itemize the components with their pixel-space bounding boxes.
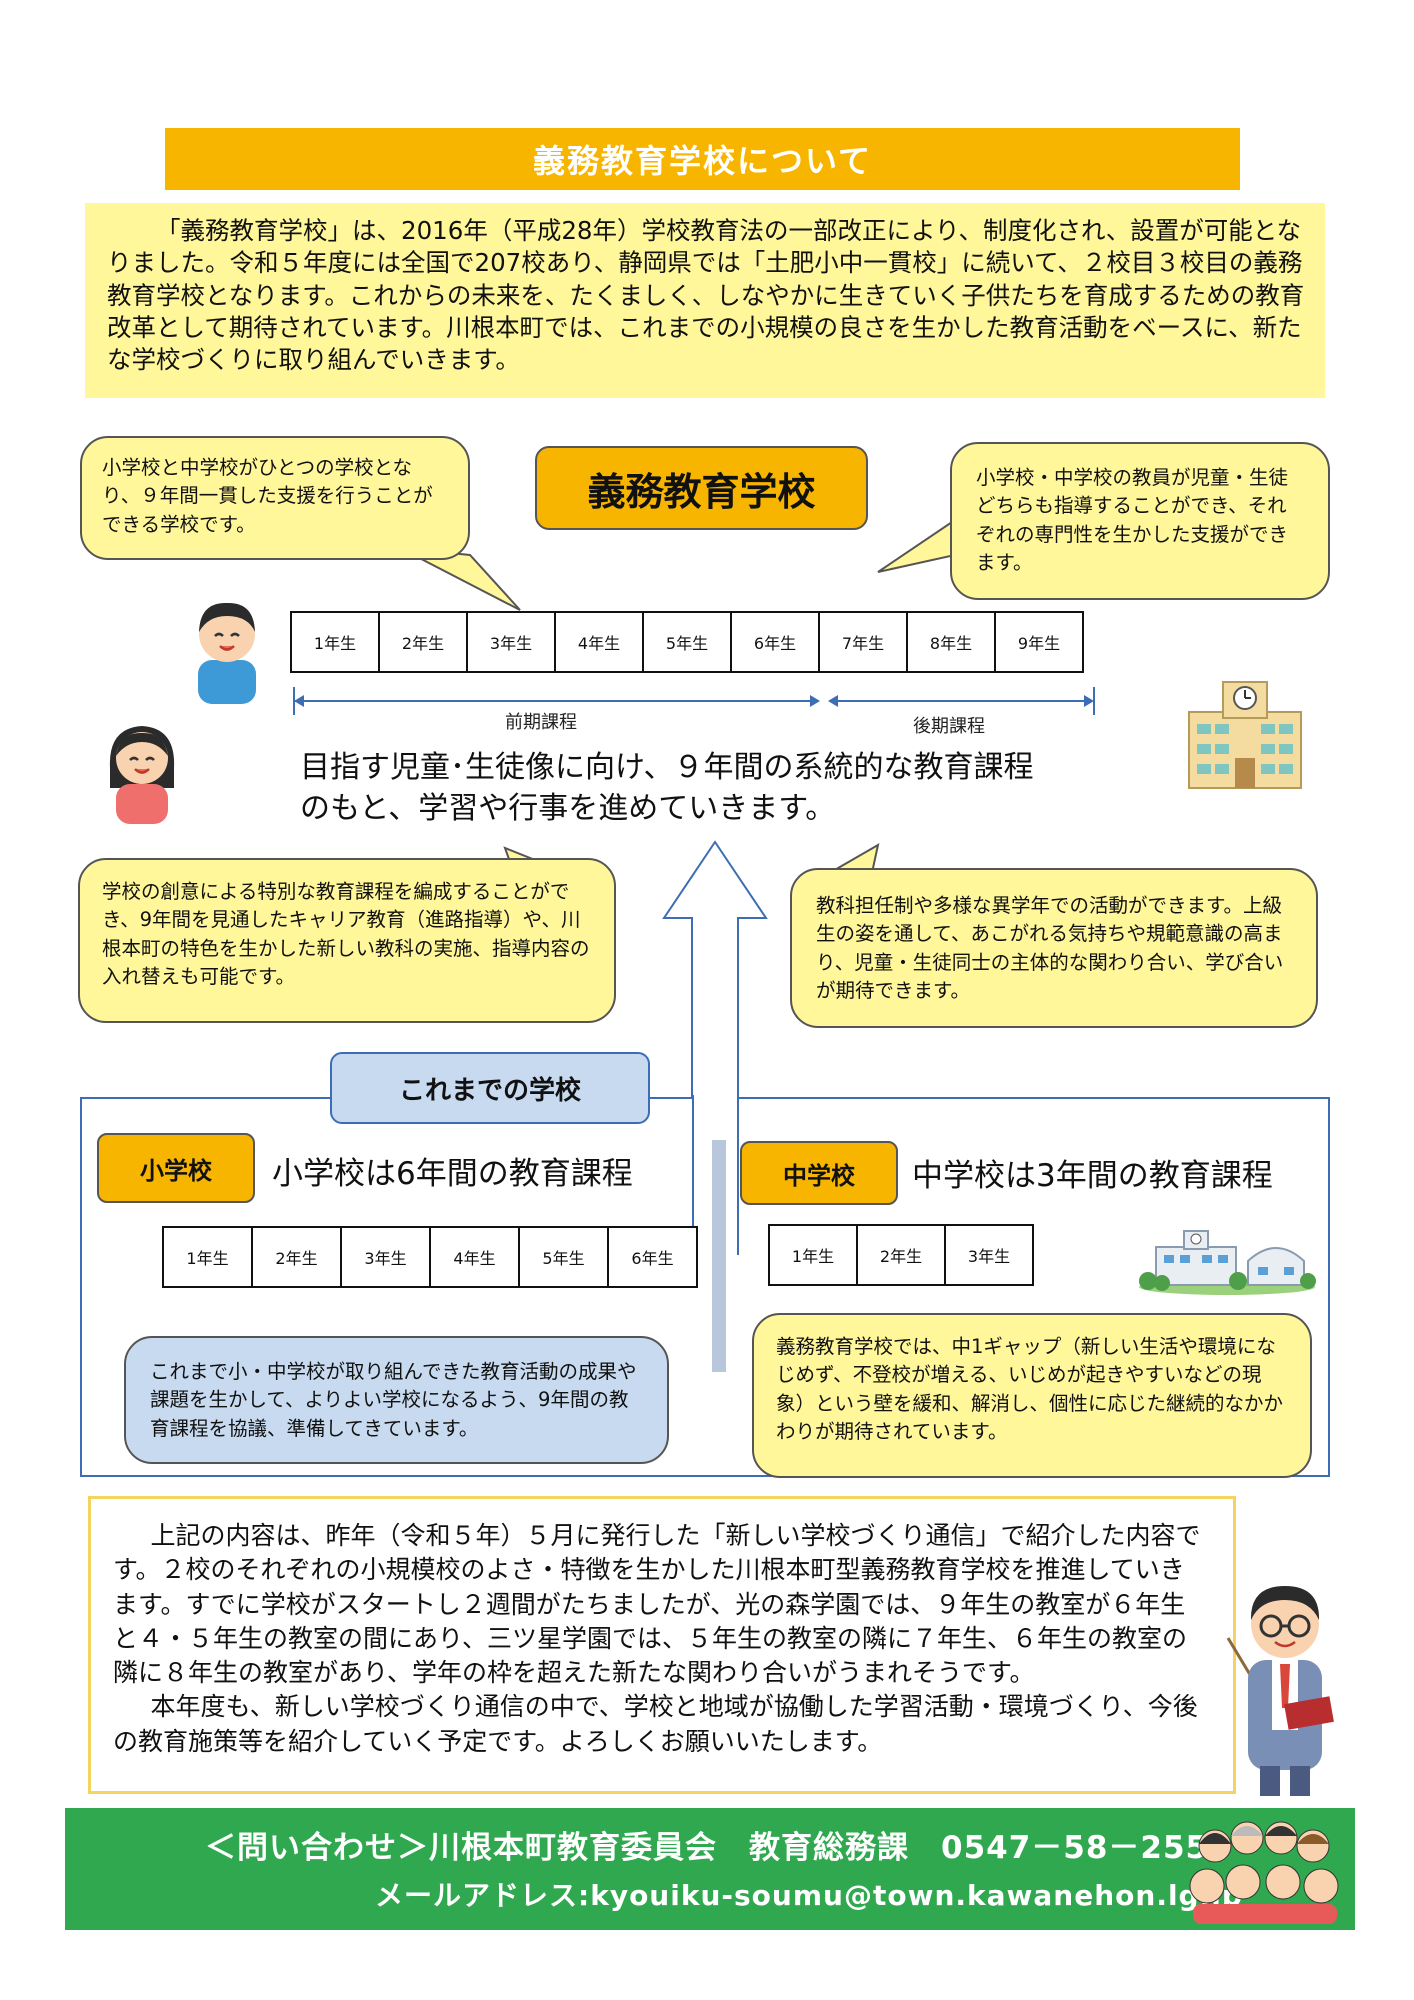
grade-cell: 3年生 xyxy=(466,611,556,673)
goal-line-2: のもと、学習や行事を進めていきます。 xyxy=(300,790,836,826)
grade-cell: 3年生 xyxy=(340,1226,431,1288)
grade-cell: 1年生 xyxy=(768,1224,858,1286)
elementary-tag: 小学校 xyxy=(97,1133,255,1203)
section-title: これまでの学校 xyxy=(330,1052,650,1124)
junior-tag: 中学校 xyxy=(740,1141,898,1205)
grade-cell: 2年生 xyxy=(856,1224,946,1286)
people-group-icon xyxy=(1189,1821,1339,1924)
gimu-badge: 義務教育学校 xyxy=(535,446,868,530)
grade-cell: 9年生 xyxy=(994,611,1084,673)
grade-cell: 1年生 xyxy=(162,1226,253,1288)
grade-cell: 2年生 xyxy=(251,1226,342,1288)
grade-cell: 2年生 xyxy=(378,611,468,673)
grade-row-elementary: 1年生 2年生 3年生 4年生 5年生 6年生 xyxy=(162,1226,698,1288)
grade-row-junior: 1年生 2年生 3年生 xyxy=(768,1224,1034,1286)
email-line: メールアドレス:kyouiku-soumu@town.kawanehon.lg.… xyxy=(375,1879,1243,1912)
grade-cell: 4年生 xyxy=(554,611,644,673)
phase-early-label: 前期課程 xyxy=(505,712,577,733)
boy-icon xyxy=(198,602,256,704)
note-paragraph-2: 本年度も、新しい学校づくり通信の中で、学校と地域が協働した学習活動・環境づくり、… xyxy=(113,1692,1198,1756)
grade-cell: 7年生 xyxy=(818,611,908,673)
bubble-mid-left: 学校の創意による特別な教育課程を編成することができ、9年間を見通したキャリア教育… xyxy=(78,858,616,1023)
footer: ＜問い合わせ＞川根本町教育委員会 教育総務課 0547－58－2555 メールア… xyxy=(65,1808,1355,1930)
grade-cell: 8年生 xyxy=(906,611,996,673)
page-title: 義務教育学校について xyxy=(165,128,1240,190)
grade-row-9: 1年生 2年生 3年生 4年生 5年生 6年生 7年生 8年生 9年生 xyxy=(290,611,1084,673)
intro-text: 「義務教育学校」は、2016年（平成28年）学校教育法の一部改正により、制度化さ… xyxy=(85,203,1325,398)
school-building-icon xyxy=(1188,681,1302,789)
girl-icon xyxy=(109,726,175,824)
grade-cell: 4年生 xyxy=(429,1226,520,1288)
goal-line-1: 目指す児童･生徒像に向け、９年間の系統的な教育課程 xyxy=(300,750,1034,785)
grade-cell: 5年生 xyxy=(642,611,732,673)
note-paragraph-1: 上記の内容は、昨年（令和５年）５月に発行した「新しい学校づくり通信」で紹介した内… xyxy=(113,1521,1201,1687)
grade-cell: 3年生 xyxy=(944,1224,1034,1286)
grade-cell: 5年生 xyxy=(518,1226,609,1288)
phase-late-label: 後期課程 xyxy=(913,716,985,737)
bubble-top-left: 小学校と中学校がひとつの学校となり、９年間一貫した支援を行うことができる学校です… xyxy=(80,436,470,560)
grade-cell: 6年生 xyxy=(730,611,820,673)
grade-cell: 6年生 xyxy=(607,1226,698,1288)
grade-cell: 1年生 xyxy=(290,611,380,673)
contact-line: ＜問い合わせ＞川根本町教育委員会 教育総務課 0547－58－2555 xyxy=(205,1830,1231,1866)
goal-text: 目指す児童･生徒像に向け、９年間の系統的な教育課程 のもと、学習や行事を進めてい… xyxy=(300,748,1034,829)
elementary-heading: 小学校は6年間の教育課程 xyxy=(272,1156,633,1192)
school-campus-icon xyxy=(1139,1230,1316,1295)
note-box: 上記の内容は、昨年（令和５年）５月に発行した「新しい学校づくり通信」で紹介した内… xyxy=(88,1496,1236,1794)
bubble-top-right: 小学校・中学校の教員が児童・生徒どちらも指導することができ、それぞれの専門性を生… xyxy=(950,442,1330,600)
junior-heading: 中学校は3年間の教育課程 xyxy=(912,1158,1273,1194)
bubble-elementary: これまで小・中学校が取り組んできた教育活動の成果や課題を生かして、よりよい学校に… xyxy=(124,1336,669,1464)
bubble-mid-right: 教科担任制や多様な異学年での活動ができます。上級生の姿を通して、あこがれる気持ち… xyxy=(790,868,1318,1028)
phase-arrows xyxy=(293,687,1095,715)
section-divider xyxy=(712,1140,726,1372)
teacher-icon xyxy=(1226,1586,1334,1796)
bubble-junior: 義務教育学校では、中1ギャップ（新しい生活や環境になじめず、不登校が増える、いじ… xyxy=(752,1313,1312,1478)
